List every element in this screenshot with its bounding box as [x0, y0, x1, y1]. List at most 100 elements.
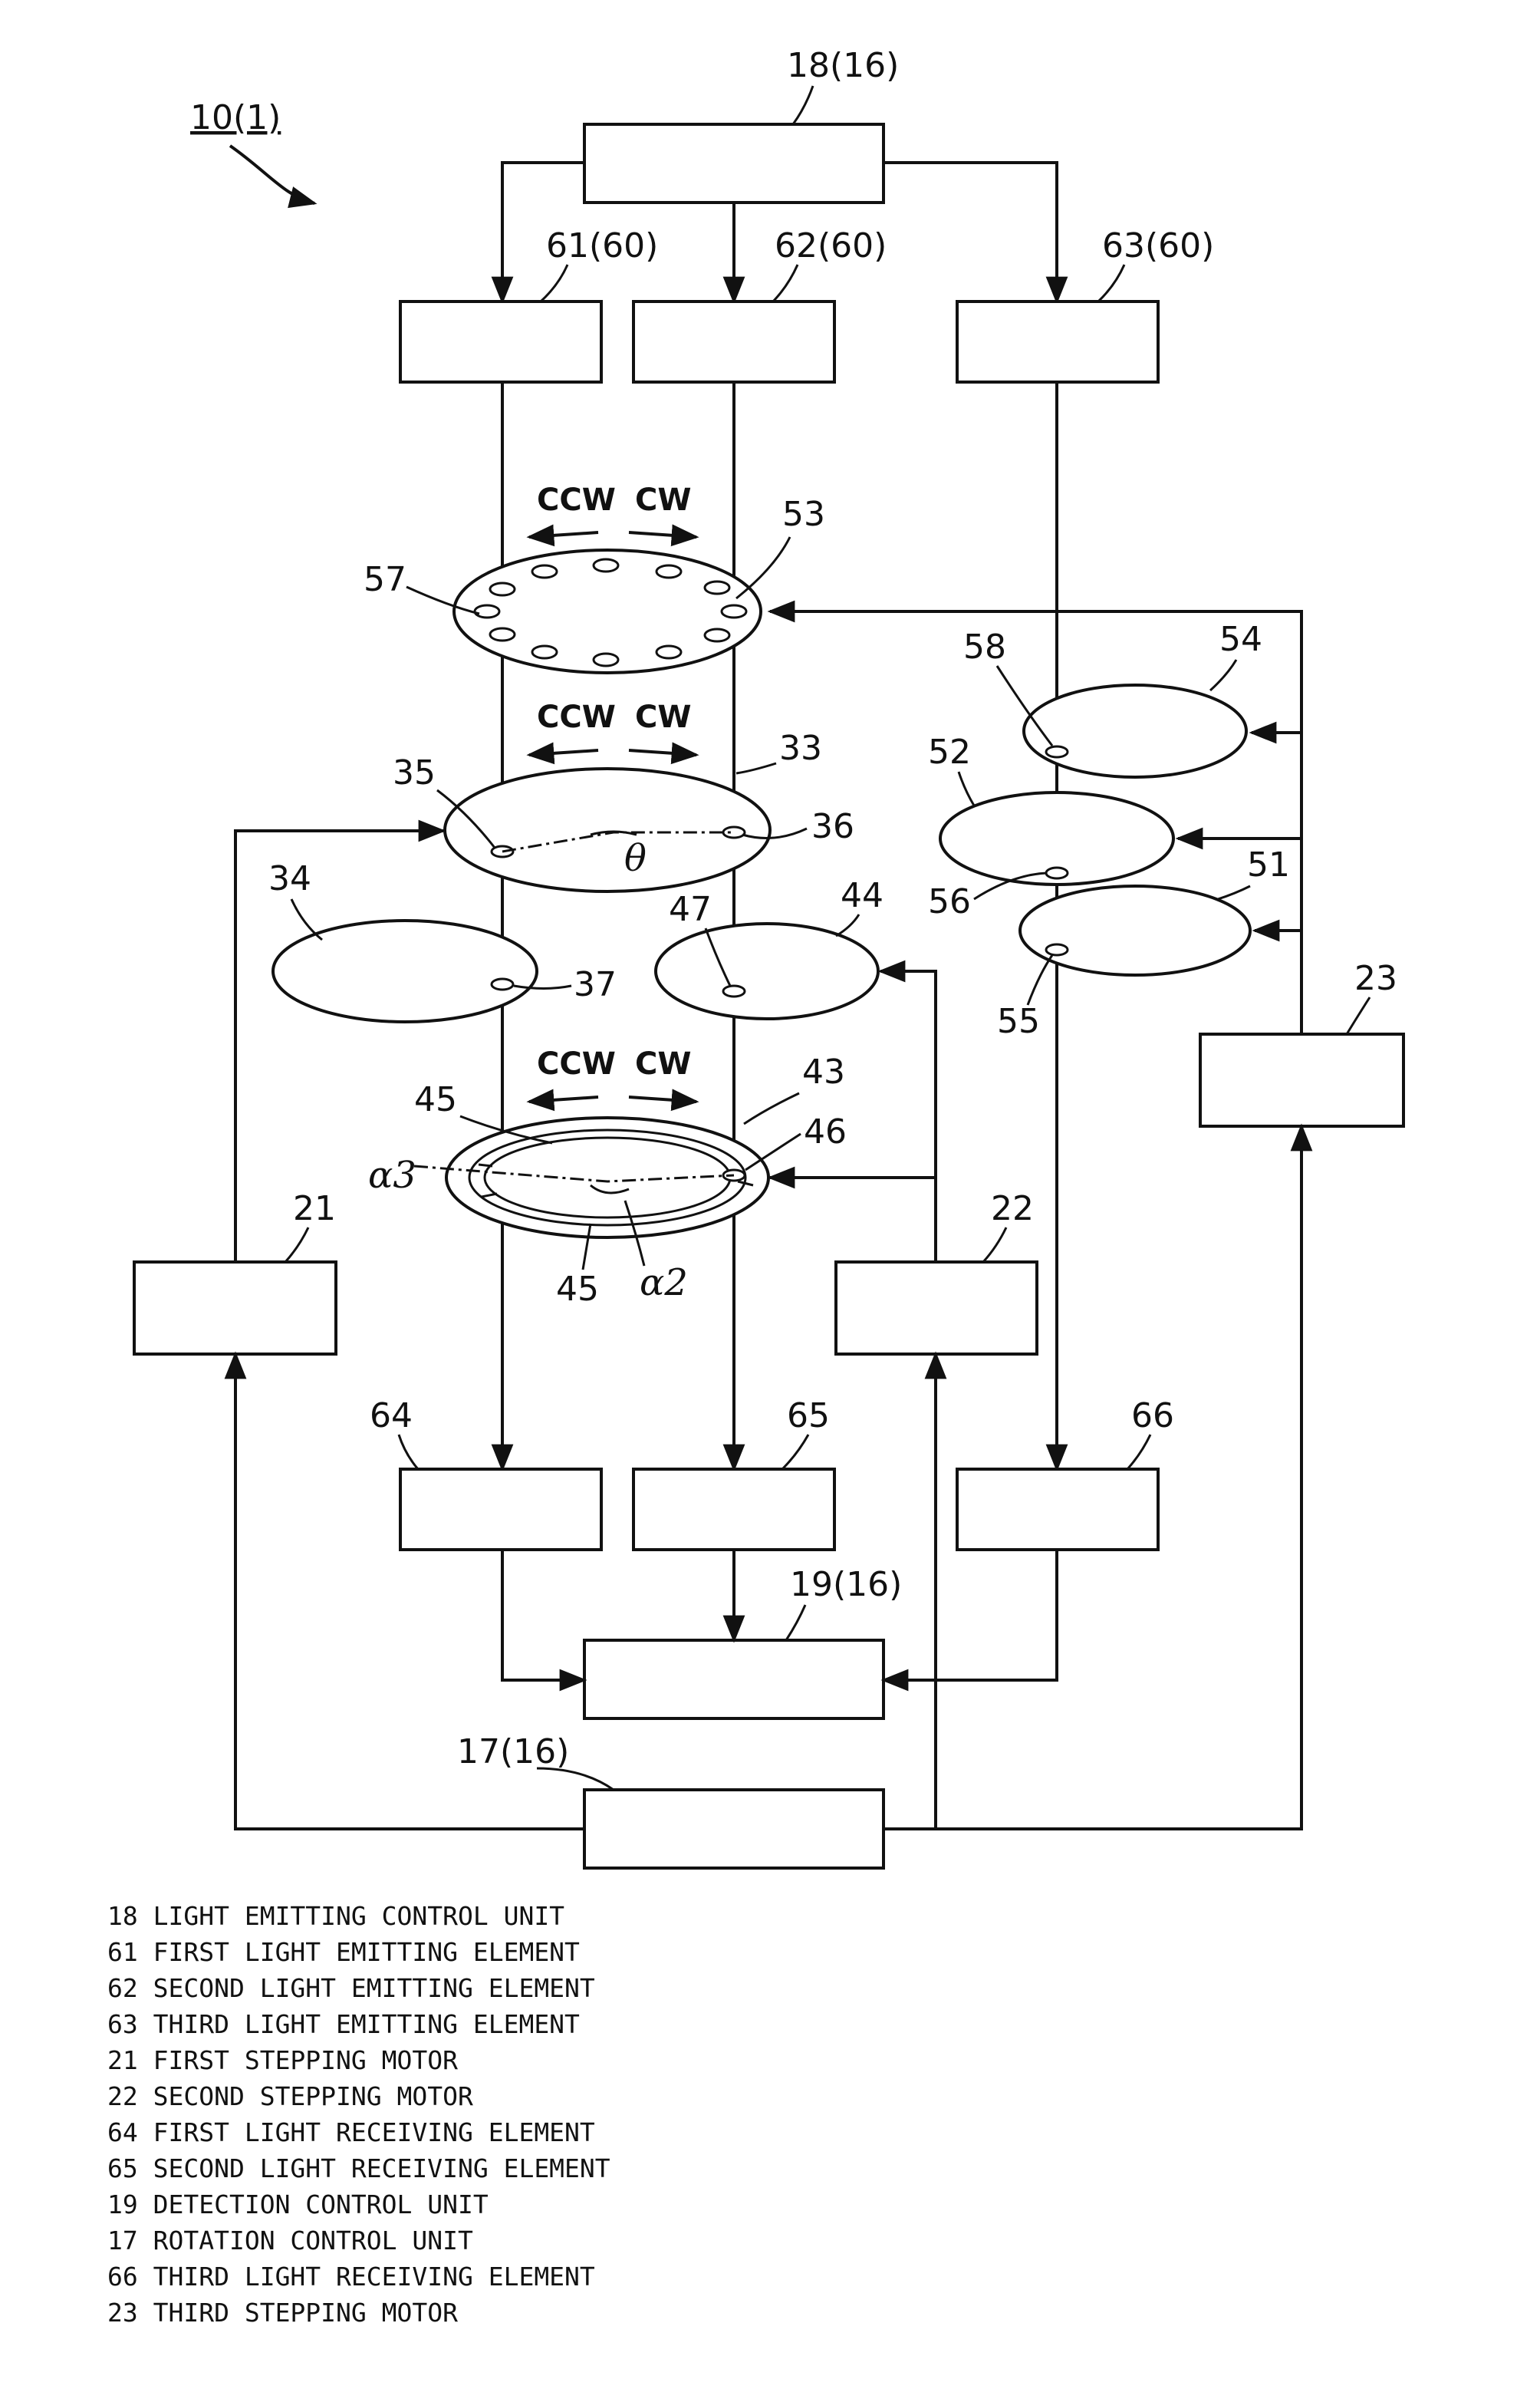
detection-control-label: 19(16)	[790, 1565, 902, 1604]
disc53-cw-arrow	[629, 532, 696, 537]
emitter-62-label: 62(60)	[775, 226, 887, 265]
motor22-to-disc44	[880, 971, 936, 1178]
disc43-ccw-label: CCW	[537, 1046, 616, 1082]
legend-row: 18 LIGHT EMITTING CONTROL UNIT	[107, 1898, 610, 1934]
disc34-label: 34	[268, 859, 311, 898]
emitter-61-box	[400, 301, 601, 382]
legend-row: 66 THIRD LIGHT RECEIVING ELEMENT	[107, 2259, 610, 2295]
alpha3-label: α3	[368, 1154, 416, 1197]
disc54-hole-58	[1046, 746, 1068, 757]
recv64-to-19	[502, 1550, 584, 1680]
light-emitting-control-label: 18(16)	[787, 46, 899, 85]
disc44-hole-47	[723, 986, 745, 997]
emitter-63-box	[957, 301, 1158, 382]
hole47-label: 47	[669, 890, 712, 929]
disc-33	[445, 769, 770, 891]
disc33-cw-arrow	[629, 750, 696, 755]
disc34-hole-37	[492, 979, 513, 990]
emitter-62-box	[633, 301, 834, 382]
hole56-label: 56	[928, 882, 971, 921]
disc43-label: 43	[802, 1053, 845, 1092]
alpha2-label: α2	[640, 1261, 688, 1304]
legend-row: 63 THIRD LIGHT EMITTING ELEMENT	[107, 2006, 610, 2042]
motor-22-label: 22	[991, 1189, 1034, 1228]
hole37-label: 37	[574, 965, 617, 1004]
leader-23	[1347, 997, 1370, 1034]
leader-43	[744, 1093, 799, 1124]
emitter-61-label: 61(60)	[546, 226, 658, 265]
legend-row: 17 ROTATION CONTROL UNIT	[107, 2222, 610, 2259]
disc53-cw-label: CW	[635, 483, 691, 518]
legend-row: 65 SECOND LIGHT RECEIVING ELEMENT	[107, 2150, 610, 2186]
recv66-to-19	[884, 1550, 1057, 1680]
disc33-label: 33	[779, 729, 822, 768]
legend-row: 22 SECOND STEPPING MOTOR	[107, 2078, 610, 2114]
leader-61	[541, 265, 568, 301]
rotation-control-box	[584, 1790, 884, 1868]
leader-62	[773, 265, 798, 301]
legend-row: 61 FIRST LIGHT EMITTING ELEMENT	[107, 1934, 610, 1970]
hole55-label: 55	[997, 1002, 1040, 1041]
motor21-to-disc33	[235, 831, 443, 1262]
slit45-bottom-label: 45	[556, 1270, 599, 1309]
disc52-label: 52	[928, 733, 971, 772]
hole36-label: 36	[811, 807, 854, 846]
leader-66	[1127, 1435, 1150, 1469]
motor-21-box	[134, 1262, 336, 1354]
leader-55	[1028, 955, 1052, 1005]
detection-control-box	[584, 1640, 884, 1718]
hole57-label: 57	[364, 560, 406, 599]
disc33-cw-label: CW	[635, 700, 691, 735]
leader-64	[399, 1435, 418, 1469]
disc-54	[1024, 685, 1246, 777]
disc53-ccw-label: CCW	[537, 483, 616, 518]
disc43-cw-arrow	[629, 1097, 696, 1102]
disc33-hole-36	[723, 827, 745, 838]
leader-21	[285, 1227, 308, 1262]
figure-ref-label: 10(1)	[190, 98, 281, 137]
legend: 18 LIGHT EMITTING CONTROL UNIT 61 FIRST …	[107, 1898, 610, 2331]
receiver-66-box	[957, 1469, 1158, 1550]
leader-22	[983, 1227, 1006, 1262]
disc-44	[656, 924, 878, 1019]
disc-51	[1020, 886, 1250, 975]
hole46-label: 46	[804, 1112, 847, 1152]
leader-54	[1210, 660, 1236, 690]
motor-21-label: 21	[293, 1189, 336, 1228]
legend-row: 64 FIRST LIGHT RECEIVING ELEMENT	[107, 2114, 610, 2150]
emitter-63-label: 63(60)	[1102, 226, 1214, 265]
figure-ref-arrow	[230, 146, 314, 203]
legend-row: 62 SECOND LIGHT EMITTING ELEMENT	[107, 1970, 610, 2006]
motor22-to-disc43	[770, 1178, 936, 1262]
leader-63	[1098, 265, 1124, 301]
receiver-64-box	[400, 1469, 601, 1550]
leader-52	[959, 772, 974, 806]
block-diagram: 10(1) 18(16) 61(60) 62(60) 63(60) CCW CW…	[0, 0, 1540, 1887]
legend-row: 19 DETECTION CONTROL UNIT	[107, 2186, 610, 2222]
leader-37	[514, 986, 571, 989]
legend-row: 21 FIRST STEPPING MOTOR	[107, 2042, 610, 2078]
leader-51	[1218, 886, 1250, 899]
receiver-66-label: 66	[1131, 1396, 1174, 1435]
receiver-65-box	[633, 1469, 834, 1550]
leader-33	[736, 763, 776, 773]
receiver-64-label: 64	[370, 1396, 413, 1435]
disc53-label: 53	[782, 495, 825, 534]
light-emitting-control-box	[584, 124, 884, 203]
disc33-ccw-label: CCW	[537, 700, 616, 735]
motor-23-box	[1200, 1034, 1403, 1126]
disc51-label: 51	[1247, 845, 1290, 885]
receiver-65-label: 65	[787, 1396, 830, 1435]
disc44-label: 44	[841, 876, 884, 915]
slit45-top-label: 45	[414, 1080, 457, 1119]
motor-23-label: 23	[1354, 959, 1397, 998]
hole58-label: 58	[963, 628, 1006, 667]
disc43-cw-label: CW	[635, 1046, 691, 1082]
leader-65	[782, 1435, 808, 1469]
leader-17	[537, 1768, 614, 1790]
disc-34	[273, 921, 537, 1022]
leader-19	[786, 1605, 805, 1640]
hole35-label: 35	[393, 753, 436, 792]
rotation-control-label: 17(16)	[457, 1732, 569, 1771]
disc54-label: 54	[1219, 620, 1262, 659]
